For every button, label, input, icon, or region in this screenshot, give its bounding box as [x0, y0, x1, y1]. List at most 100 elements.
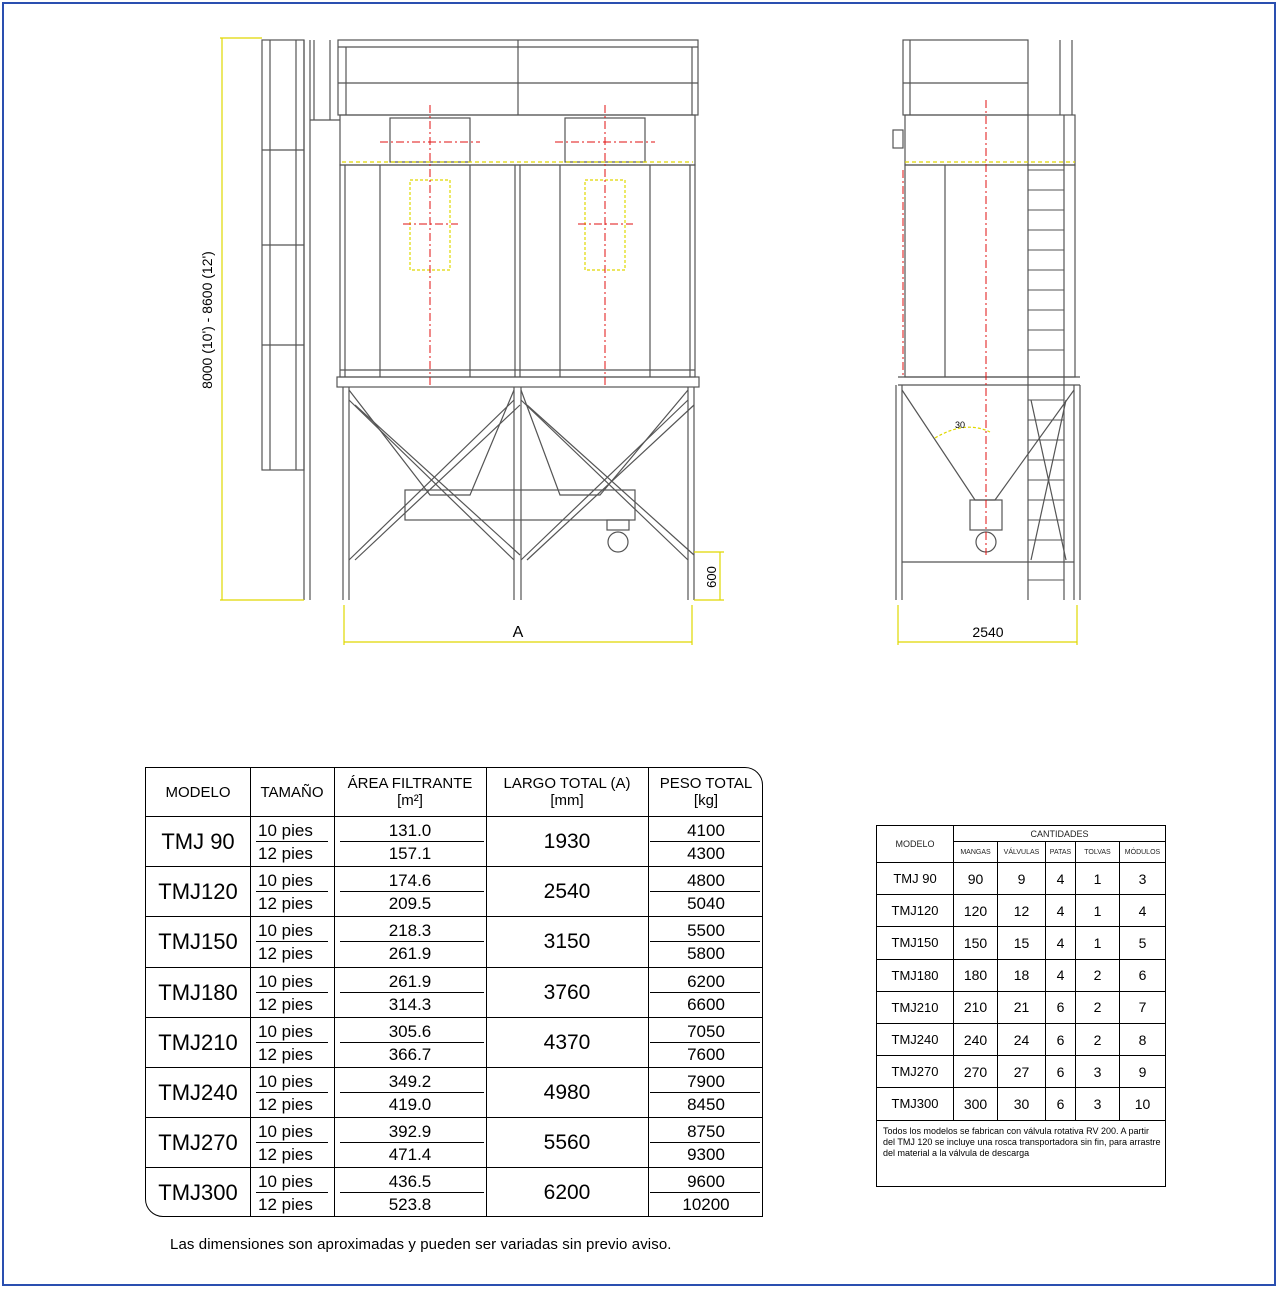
size-cell: 12 pies [258, 1195, 313, 1215]
sub-divider [340, 941, 484, 943]
header-peso: PESO TOTAL [kg] [648, 768, 764, 816]
qt-value-cell: 27 [997, 1055, 1045, 1088]
sub-divider [650, 891, 760, 893]
model-cell: TMJ270 [158, 1130, 238, 1156]
area-cell: 218.3 [388, 921, 432, 941]
qt-value-cell: 12 [997, 894, 1045, 927]
qt-model-cell: TMJ180 [877, 958, 953, 991]
largo-cell: 6200 [543, 1181, 591, 1205]
largo-cell: 5560 [543, 1131, 591, 1155]
peso-cell: 8750 [687, 1122, 725, 1142]
peso-cell: 4100 [687, 821, 725, 840]
qt-value-cell: 6 [1045, 1055, 1075, 1088]
qt-value-cell: 3 [1075, 1087, 1119, 1120]
header-modelo: MODELO [165, 783, 231, 801]
header-peso-line2: [kg] [693, 792, 719, 809]
height-dimension-label: 8000 (10') - 8600 (12') [199, 251, 215, 389]
model-cell: TMJ150 [158, 929, 238, 955]
qt-value-cell: 150 [953, 926, 997, 959]
size-cell: 10 pies [258, 1072, 313, 1091]
sub-divider [256, 941, 328, 943]
angle-label: 30 [955, 420, 965, 430]
column-divider [250, 768, 251, 1216]
qt-model-cell: TMJ150 [877, 926, 953, 958]
peso-cell: 4800 [687, 871, 725, 891]
qt-value-cell: 2 [1075, 958, 1119, 991]
qt-value-cell: 6 [1119, 958, 1165, 991]
peso-cell: 5500 [687, 921, 725, 941]
area-cell: 436.5 [388, 1172, 432, 1192]
area-cell: 419.0 [388, 1095, 432, 1114]
peso-cell: 9300 [687, 1145, 725, 1165]
largo-cell: 2540 [543, 880, 591, 904]
qt-value-cell: 4 [1045, 926, 1075, 959]
side-dimension-labels: 2540 30 [955, 420, 1004, 640]
leg-height-label: 600 [704, 566, 719, 588]
area-cell: 392.9 [388, 1122, 432, 1142]
model-cell: TMJ 90 [161, 829, 235, 854]
qt-value-cell: 240 [953, 1023, 997, 1056]
model-cell: TMJ240 [158, 1080, 238, 1105]
qt-model-cell: TMJ 90 [877, 862, 953, 894]
width-label-side: 2540 [972, 624, 1003, 640]
side-centerlines [902, 100, 987, 555]
size-cell: 12 pies [258, 894, 313, 914]
header-largo-line2: [mm] [550, 792, 584, 809]
qt-header-model: MODELO [895, 839, 935, 849]
peso-cell: 10200 [682, 1195, 730, 1215]
largo-cell: 1930 [543, 830, 591, 853]
sub-divider [256, 1142, 328, 1144]
technical-drawing: 8000 (10') - 8600 (12') A 600 [199, 37, 1081, 645]
header-area-line1: ÁREA FILTRANTE [347, 775, 473, 792]
peso-cell: 9600 [687, 1172, 725, 1192]
qt-header-group: CANTIDADES [953, 826, 1165, 842]
size-cell: 10 pies [258, 971, 313, 991]
peso-cell: 5800 [687, 944, 725, 964]
qt-value-cell: 210 [953, 990, 997, 1023]
qt-value-cell: 1 [1075, 926, 1119, 959]
side-ladder-rungs [1028, 169, 1064, 581]
qt-value-cell: 24 [997, 1023, 1045, 1056]
qt-value-cell: 6 [1045, 1023, 1075, 1056]
front-view [261, 39, 700, 600]
qt-footer-divider [877, 1119, 1165, 1121]
qt-model-cell: TMJ270 [877, 1055, 953, 1087]
area-cell: 174.6 [388, 871, 432, 891]
peso-cell: 4300 [687, 844, 725, 863]
size-cell: 10 pies [258, 1172, 313, 1192]
qt-value-cell: 4 [1045, 894, 1075, 927]
area-cell: 157.1 [388, 844, 432, 863]
width-label-front: A [513, 624, 524, 641]
header-peso-line1: PESO TOTAL [659, 775, 753, 792]
qt-value-cell: 120 [953, 894, 997, 927]
sub-divider [256, 1041, 328, 1043]
qt-value-cell: 90 [953, 862, 997, 895]
qt-column-header: MÓDULOS [1119, 842, 1165, 862]
sub-divider [256, 991, 328, 993]
qt-value-cell: 7 [1119, 990, 1165, 1023]
front-dimension-labels: 8000 (10') - 8600 (12') A 600 [199, 251, 719, 641]
qt-model-cell: TMJ240 [877, 1023, 953, 1055]
column-divider [486, 768, 487, 1216]
side-dimensions [897, 161, 1078, 645]
size-cell: 10 pies [258, 1021, 313, 1041]
sub-divider [340, 891, 484, 893]
qt-column-header: VÁLVULAS [997, 842, 1045, 862]
quantities-footnote: Todos los modelos se fabrican con válvul… [883, 1126, 1161, 1158]
area-cell: 305.6 [388, 1021, 432, 1041]
area-cell: 349.2 [388, 1072, 432, 1091]
qt-value-cell: 180 [953, 958, 997, 991]
qt-value-cell: 5 [1119, 926, 1165, 959]
qt-column-header: PATAS [1045, 842, 1075, 862]
front-centerlines [380, 105, 655, 385]
area-cell: 366.7 [388, 1044, 432, 1064]
area-cell: 314.3 [388, 994, 432, 1014]
peso-cell: 7900 [687, 1072, 725, 1091]
qt-value-cell: 270 [953, 1055, 997, 1088]
model-cell: TMJ210 [158, 1029, 238, 1055]
qt-column-header: TOLVAS [1075, 842, 1119, 862]
